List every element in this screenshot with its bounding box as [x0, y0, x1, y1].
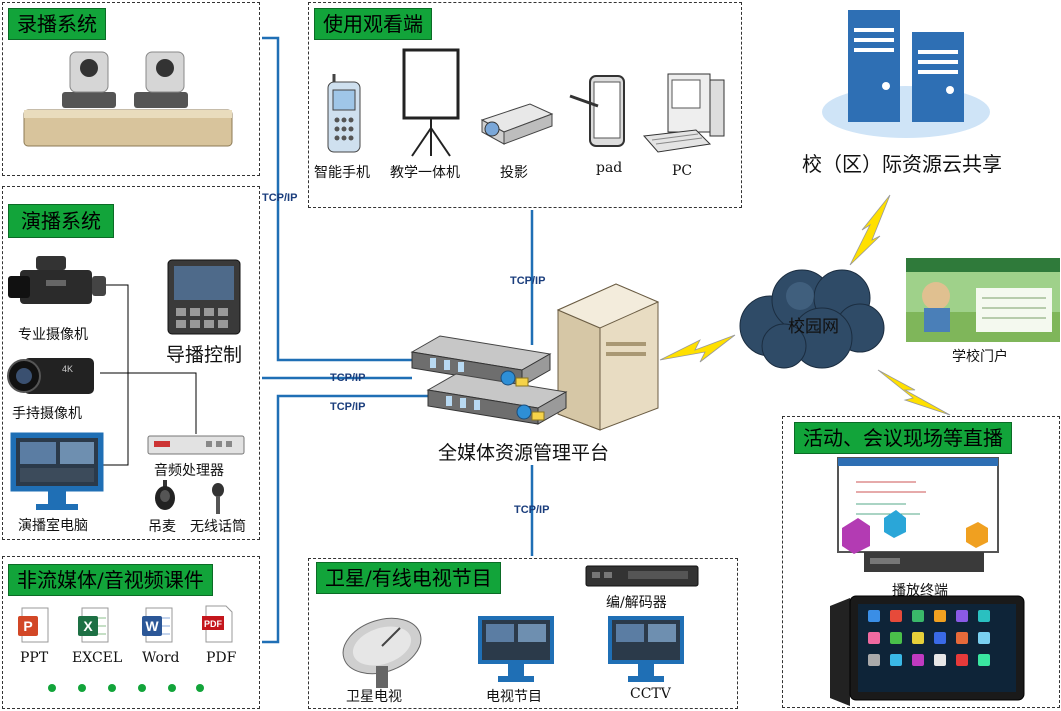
file-label-pdf: PDF	[206, 650, 237, 666]
codec-icon	[584, 564, 700, 588]
tablet-terminal-icon	[828, 594, 1026, 706]
director-label: 导播控制	[166, 344, 243, 366]
cctv-label: CCTV	[630, 686, 671, 702]
school-portal-screenshot	[906, 258, 1060, 342]
cloud-server-icon	[820, 6, 992, 140]
handheld-camera-label: 手持摄像机	[12, 406, 82, 422]
codec-label: 编/解码器	[606, 595, 667, 611]
viewing-box	[308, 2, 742, 208]
center-platform-label: 全媒体资源管理平台	[438, 442, 610, 464]
recording-system-box	[2, 2, 260, 176]
more-dot	[108, 684, 116, 692]
svg-text:X: X	[83, 618, 93, 634]
interactive-display-icon	[836, 456, 1002, 580]
tcp-label: TCP/IP	[330, 401, 366, 413]
pc-icon	[640, 72, 728, 162]
satellite-dish-icon	[338, 614, 428, 690]
live-title: 活动、会议现场等直播	[794, 422, 1012, 454]
handheld-camera-icon: 4K	[6, 352, 102, 400]
file-label-ppt: PPT	[20, 650, 49, 666]
svg-text:P: P	[23, 618, 32, 634]
tcp-label: TCP/IP	[262, 192, 298, 204]
hanging-mic-label: 吊麦	[148, 519, 176, 535]
broadcast-system-title: 演播系统	[8, 204, 114, 238]
tablet-icon	[568, 72, 630, 152]
director-console-icon	[166, 258, 242, 336]
tv-title: 卫星/有线电视节目	[316, 562, 501, 594]
file-label-excel: EXCEL	[72, 650, 123, 666]
svg-text:4K: 4K	[62, 364, 73, 374]
broadcast-system-box	[2, 186, 260, 540]
device-label-pad: pad	[596, 160, 623, 176]
file-label-word: Word	[142, 650, 180, 666]
studio-pc-label: 演播室电脑	[18, 518, 88, 534]
ppt-icon: P	[16, 606, 50, 646]
more-dot	[48, 684, 56, 692]
device-label-pc: PC	[672, 163, 693, 179]
teaching-board-icon	[400, 48, 462, 160]
pro-camera-icon	[6, 252, 110, 314]
projector-icon	[476, 98, 556, 146]
wireless-mic-icon	[206, 482, 230, 516]
device-label-phone: 智能手机	[314, 165, 370, 181]
player-label: 播放终端	[892, 583, 948, 599]
device-label-projector: 投影	[500, 165, 528, 181]
more-dot	[138, 684, 146, 692]
hanging-mic-icon	[150, 480, 180, 516]
svg-text:W: W	[145, 618, 159, 634]
more-dot	[196, 684, 204, 692]
campus-network-label: 校园网	[788, 317, 839, 337]
tv-program-icon	[476, 614, 556, 686]
viewing-title: 使用观看端	[314, 8, 432, 40]
tv-program-label: 电视节目	[486, 689, 542, 705]
cloud-sharing-label: 校（区）际资源云共享	[802, 152, 1002, 176]
server-rack-icon	[410, 282, 662, 432]
tcp-label: TCP/IP	[510, 275, 546, 287]
tv-box	[308, 558, 738, 709]
tcp-label: TCP/IP	[514, 504, 550, 516]
more-dot	[78, 684, 86, 692]
school-portal-label: 学校门户	[952, 349, 1008, 365]
device-label-board: 教学一体机	[390, 165, 460, 181]
pro-camera-label: 专业摄像机	[18, 327, 88, 343]
studio-pc-icon	[10, 432, 104, 514]
more-dot	[168, 684, 176, 692]
audio-processor-icon	[146, 434, 246, 456]
tcp-label: TCP/IP	[330, 372, 366, 384]
audio-processor-label: 音频处理器	[154, 463, 224, 479]
svg-text:PDF: PDF	[204, 619, 223, 629]
excel-icon: X	[76, 606, 110, 646]
smartphone-icon	[324, 72, 364, 156]
satellite-tv-label: 卫星电视	[346, 689, 402, 705]
cctv-icon	[606, 614, 686, 686]
courseware-title: 非流媒体/音视频课件	[8, 564, 213, 596]
recording-system-title: 录播系统	[8, 8, 106, 40]
word-icon: W	[140, 606, 174, 646]
recording-camera-icon	[22, 46, 236, 150]
courseware-box	[2, 556, 260, 709]
pdf-icon: PDF	[200, 604, 234, 646]
campus-network-cloud-icon	[736, 262, 886, 372]
live-box	[782, 416, 1060, 708]
wireless-mic-label: 无线话筒	[190, 519, 246, 535]
